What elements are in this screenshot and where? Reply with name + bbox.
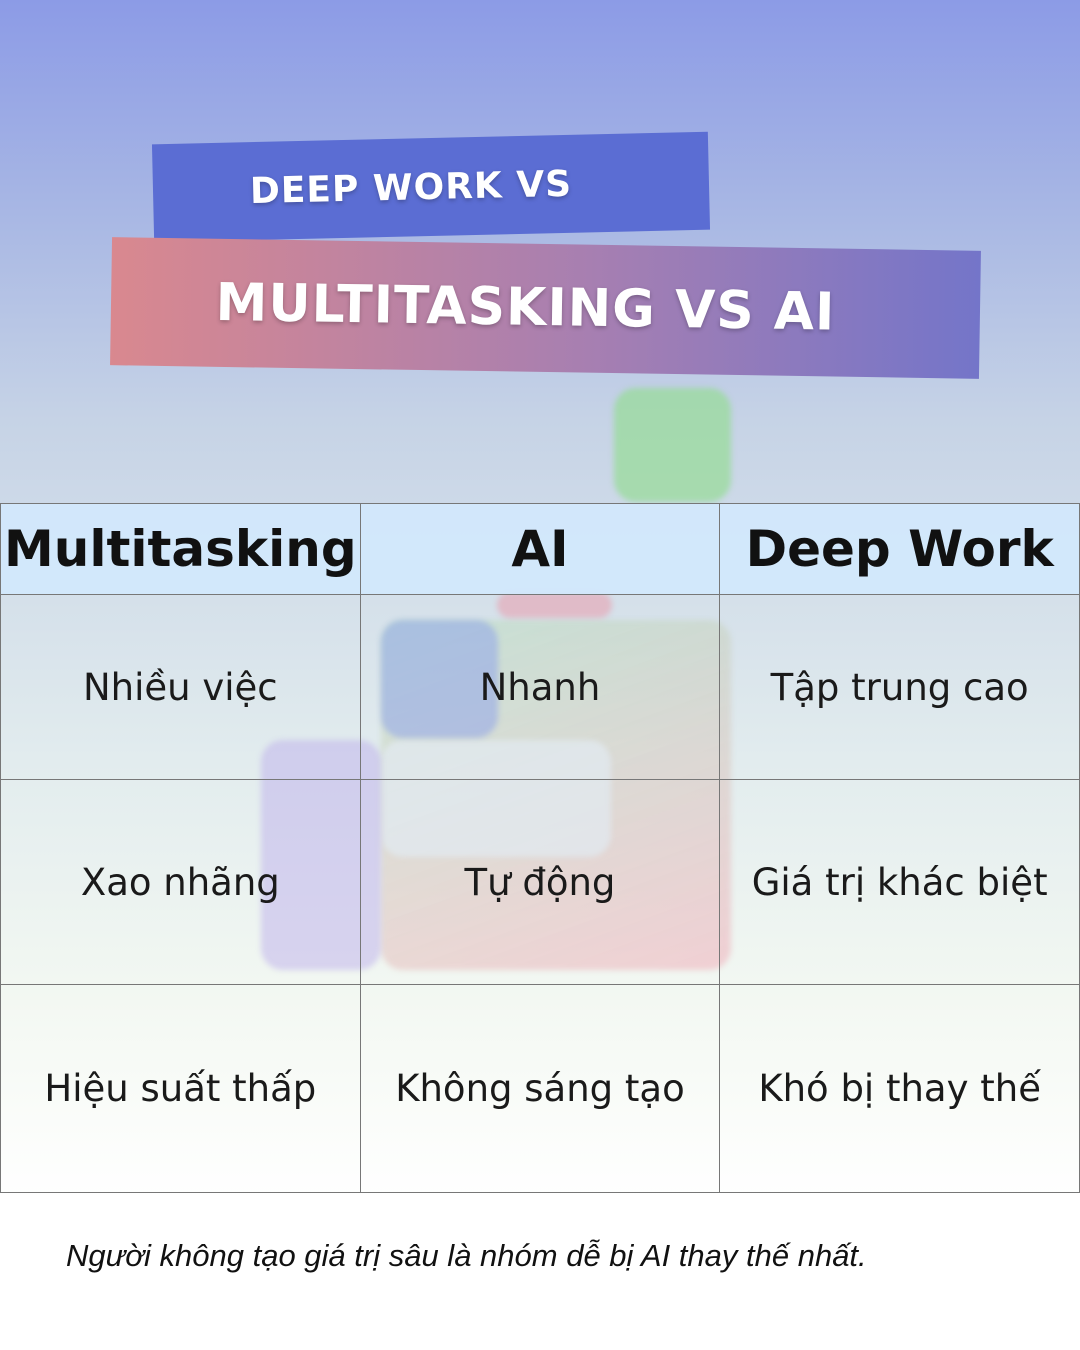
title-band-main: MULTITASKING VS AI xyxy=(110,237,981,379)
comparison-table: Multitasking AI Deep Work Nhiều việc Nha… xyxy=(0,503,1080,1193)
table-row: Hiệu suất thấp Không sáng tạo Khó bị tha… xyxy=(0,984,1080,1193)
table-cell: Khó bị thay thế xyxy=(719,984,1080,1193)
title-band-top: DEEP WORK VS xyxy=(151,131,711,243)
table-cell: Không sáng tạo xyxy=(359,984,721,1193)
logo-green-square xyxy=(614,388,731,502)
table-cell: Tập trung cao xyxy=(719,594,1080,780)
title-line-2: MULTITASKING VS AI xyxy=(215,272,836,343)
title-line-1: DEEP WORK VS xyxy=(249,163,573,212)
table-cell: Xao nhãng xyxy=(0,779,361,985)
table-cell: Nhanh xyxy=(359,594,721,780)
table-row: Xao nhãng Tự động Giá trị khác biệt xyxy=(0,779,1080,985)
header-multitasking: Multitasking xyxy=(0,503,361,595)
table-cell: Giá trị khác biệt xyxy=(719,779,1080,985)
table-row: Nhiều việc Nhanh Tập trung cao xyxy=(0,594,1080,780)
table-cell: Tự động xyxy=(359,779,721,985)
table-cell: Hiệu suất thấp xyxy=(0,984,361,1193)
table-header-row: Multitasking AI Deep Work xyxy=(0,503,1080,595)
header-ai: AI xyxy=(359,503,721,595)
header-deep-work: Deep Work xyxy=(719,503,1080,595)
table-cell: Nhiều việc xyxy=(0,594,361,780)
footer-note: Người không tạo giá trị sâu là nhóm dễ b… xyxy=(66,1238,867,1273)
